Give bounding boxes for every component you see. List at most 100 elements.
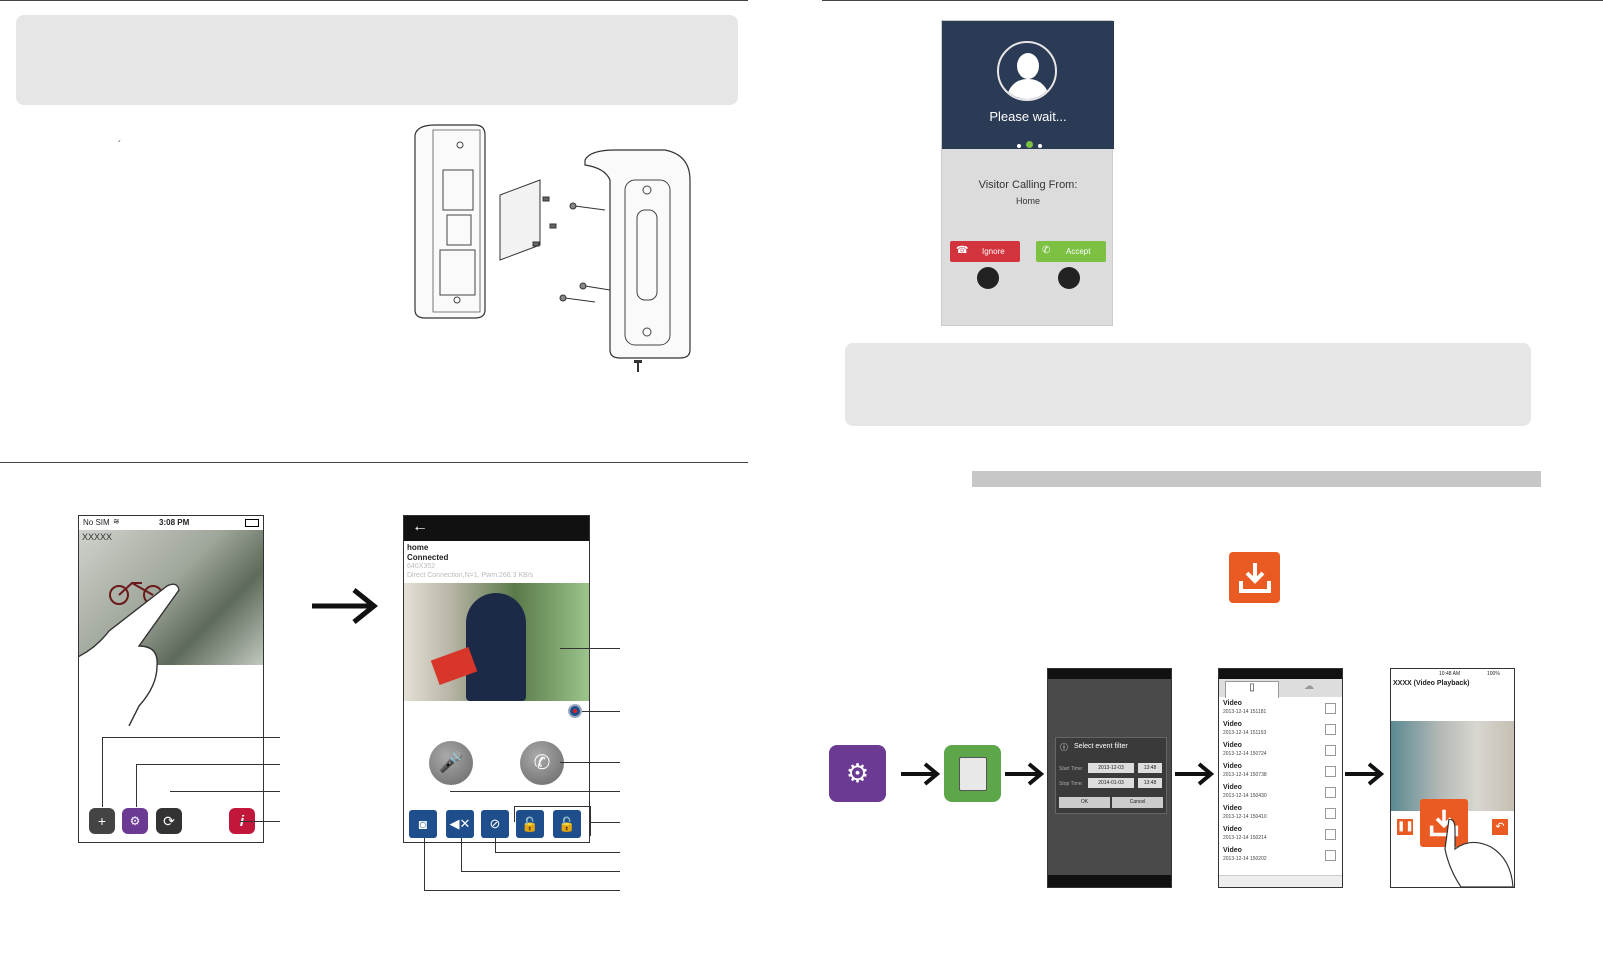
call-phone-button[interactable]: ✆ bbox=[520, 741, 564, 785]
callout-line bbox=[424, 890, 620, 891]
phone-icon: ✆ bbox=[1042, 245, 1051, 256]
talk-microphone-button[interactable]: 🎤 bbox=[429, 741, 473, 785]
resolution-text: 640X352 bbox=[407, 563, 436, 570]
video-item-date: 2013-12-14 150410 bbox=[1223, 814, 1267, 820]
callout-line bbox=[78, 718, 79, 814]
unlock-2-button[interactable]: 🔓 bbox=[553, 810, 581, 838]
video-item-checkbox[interactable] bbox=[1325, 724, 1336, 735]
tab-local-files[interactable]: ▯ bbox=[1225, 681, 1279, 698]
callout-line bbox=[461, 871, 620, 872]
flow-arrow-icon bbox=[1175, 762, 1215, 786]
wait-text: Please wait... bbox=[989, 109, 1067, 124]
video-off-button[interactable]: ⊘ bbox=[481, 810, 509, 838]
callout-line bbox=[514, 806, 590, 807]
start-time-field[interactable]: 13:48 bbox=[1138, 763, 1162, 773]
callout-line bbox=[461, 838, 462, 871]
ignore-label: Ignore bbox=[982, 247, 1005, 256]
unlock-1-button[interactable]: 🔓 bbox=[516, 810, 544, 838]
cancel-button[interactable]: Cancel bbox=[1112, 797, 1163, 808]
battery-level: 100% bbox=[1487, 671, 1500, 677]
list-item[interactable]: Video 2013-12-14 150214 bbox=[1219, 824, 1342, 845]
caller-location: Home bbox=[1015, 196, 1040, 206]
callout-line bbox=[450, 791, 620, 792]
doorbell-exploded-diagram bbox=[414, 124, 691, 372]
connection-status: Connected bbox=[407, 553, 449, 562]
delivery-person-image bbox=[466, 593, 526, 701]
device-name: home bbox=[407, 543, 429, 552]
top-rule-left bbox=[0, 0, 748, 1]
accept-button[interactable]: ✆ Accept bbox=[1036, 241, 1106, 262]
snapshot-button[interactable]: ◙ bbox=[409, 810, 437, 838]
video-item-date: 2013-12-14 150430 bbox=[1223, 793, 1267, 799]
start-date-field[interactable]: 2013-12-03 bbox=[1088, 763, 1134, 773]
replay-button[interactable]: ↶ bbox=[1492, 819, 1508, 835]
accept-label: Accept bbox=[1066, 247, 1091, 256]
playback-video bbox=[1391, 721, 1514, 811]
app-header-bar: ← bbox=[404, 516, 589, 541]
flow-arrow-icon bbox=[901, 762, 941, 786]
stop-date-field[interactable]: 2014-01-03 bbox=[1088, 778, 1134, 788]
callout-line bbox=[495, 838, 496, 852]
download-video-button[interactable] bbox=[1420, 799, 1468, 847]
video-item-checkbox[interactable] bbox=[1325, 850, 1336, 861]
section-bar bbox=[972, 471, 1541, 487]
stop-time-field[interactable]: 13:48 bbox=[1138, 778, 1162, 788]
add-camera-icon[interactable]: + bbox=[89, 808, 115, 834]
video-item-checkbox[interactable] bbox=[1325, 829, 1336, 840]
calling-from-label: Visitor Calling From: bbox=[978, 179, 1078, 191]
callout-line bbox=[170, 791, 280, 792]
note-box-left bbox=[16, 15, 738, 105]
video-item-checkbox[interactable] bbox=[1325, 787, 1336, 798]
video-item-checkbox[interactable] bbox=[1325, 766, 1336, 777]
callout-line bbox=[102, 737, 103, 807]
filter-dialog: ⓘ Select event filter Start Time: 2013-1… bbox=[1055, 737, 1167, 814]
tab-bar: ▯ ☁ bbox=[1219, 679, 1342, 698]
event-list-app-icon bbox=[944, 745, 1001, 802]
video-playback-screen: 10:48 AM 100% XXXX (Video Playback) ❚❚ ↶ bbox=[1390, 668, 1515, 888]
callout-line bbox=[136, 764, 137, 807]
mute-speaker-button[interactable]: ◀✕ bbox=[446, 810, 474, 838]
callout-line bbox=[582, 711, 620, 712]
status-bar: No SIM ≋ 3:08 PM bbox=[79, 516, 263, 530]
video-item-title: Video bbox=[1223, 721, 1242, 728]
callout-line bbox=[495, 852, 620, 853]
video-item-checkbox[interactable] bbox=[1325, 745, 1336, 756]
list-item[interactable]: Video 2013-12-14 151153 bbox=[1219, 719, 1342, 740]
android-nav-bar bbox=[1219, 875, 1342, 887]
ignore-button[interactable]: ☎ Ignore bbox=[950, 241, 1020, 262]
phone-camera-list: No SIM ≋ 3:08 PM XXXXX + ⚙ ⟳ i bbox=[78, 515, 264, 843]
video-item-date: 2013-12-14 150738 bbox=[1223, 772, 1267, 778]
flow-arrow-icon bbox=[1005, 762, 1045, 786]
callout-line bbox=[590, 822, 620, 823]
ok-button[interactable]: OK bbox=[1059, 797, 1110, 808]
tab-cloud[interactable]: ☁ bbox=[1304, 681, 1314, 692]
callout-line bbox=[514, 806, 515, 822]
callout-line bbox=[560, 648, 620, 649]
phone-live-view: ← home Connected 640X352 Direct Connecti… bbox=[403, 515, 590, 843]
video-item-date: 2013-12-14 151153 bbox=[1223, 730, 1267, 736]
callout-line bbox=[102, 737, 280, 738]
callout-line bbox=[136, 764, 280, 765]
video-item-checkbox[interactable] bbox=[1325, 808, 1336, 819]
camera-settings-icon[interactable]: ⚙ bbox=[122, 808, 148, 834]
refresh-icon[interactable]: ⟳ bbox=[156, 808, 182, 834]
back-arrow-icon[interactable]: ← bbox=[412, 518, 428, 535]
video-item-title: Video bbox=[1223, 826, 1242, 833]
caption-mark: ´ bbox=[118, 140, 122, 151]
video-item-date: 2013-12-14 150214 bbox=[1223, 835, 1267, 841]
video-item-title: Video bbox=[1223, 847, 1242, 854]
video-item-title: Video bbox=[1223, 742, 1242, 749]
incoming-call-screen: Please wait... Visitor Calling From: Hom… bbox=[941, 20, 1114, 326]
video-item-checkbox[interactable] bbox=[1325, 703, 1336, 714]
record-button[interactable] bbox=[568, 704, 582, 718]
start-time-label: Start Time: bbox=[1059, 766, 1084, 772]
pause-button[interactable]: ❚❚ bbox=[1397, 819, 1414, 835]
